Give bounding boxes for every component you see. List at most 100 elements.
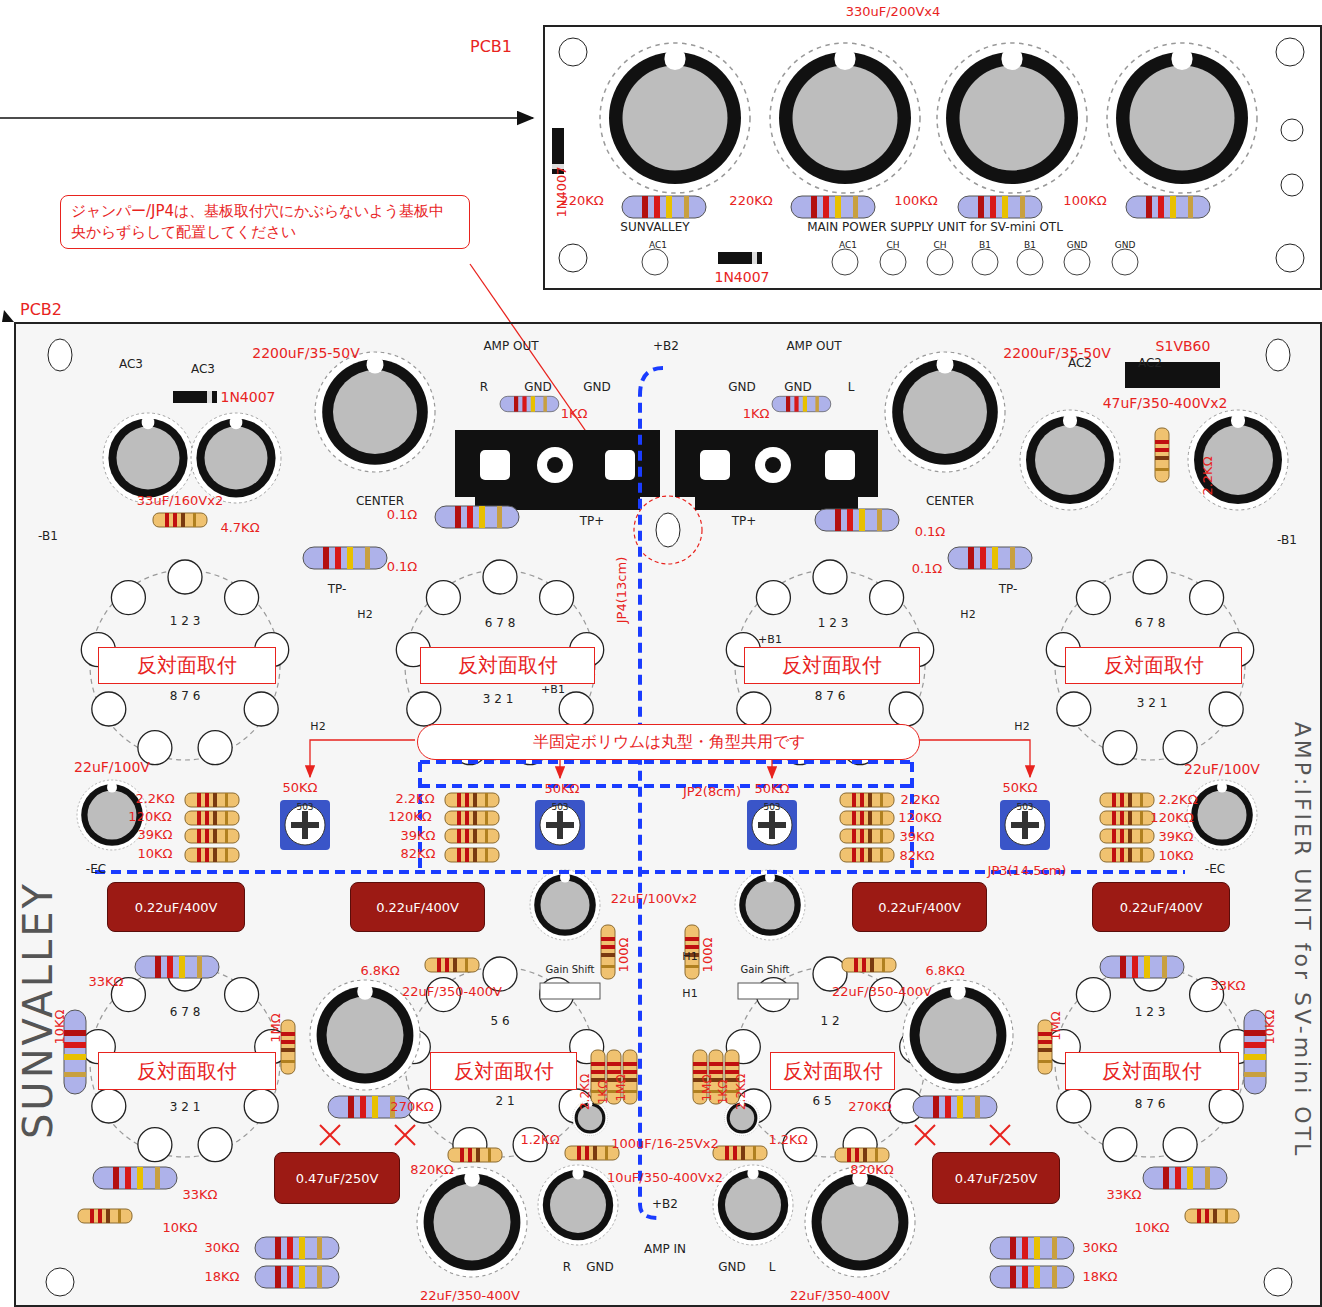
component-value: 120KΩ bbox=[128, 810, 171, 824]
note-callout: ジャンパー/JP4は、基板取付穴にかぶらないよう基板中央からずらして配置してくだ… bbox=[60, 195, 470, 249]
component-value: 82KΩ bbox=[899, 849, 934, 863]
box-text: 0.47uF/250V bbox=[296, 1171, 379, 1186]
component-value: 1KΩ bbox=[743, 407, 770, 421]
silkscreen-text: GND bbox=[718, 1261, 746, 1274]
film-capacitor: 0.22uF/400V bbox=[107, 882, 245, 932]
silkscreen-text: AC3 bbox=[119, 358, 143, 371]
instruction-box: 反対面取付 bbox=[430, 1052, 577, 1090]
silkscreen-text: AC1 bbox=[649, 241, 667, 251]
silkscreen-text: GND bbox=[586, 1261, 614, 1274]
component-value: 120KΩ bbox=[1150, 811, 1193, 825]
silkscreen-text: 1 2 3 bbox=[818, 617, 849, 630]
component-value: 33KΩ bbox=[1210, 979, 1245, 993]
component-value: 2200uF/35-50V bbox=[1003, 346, 1111, 361]
film-capacitor: 0.22uF/400V bbox=[852, 882, 987, 932]
silkscreen-text: 1 2 3 bbox=[1135, 1006, 1166, 1019]
silkscreen-text: AMP IN bbox=[644, 1243, 686, 1256]
silkscreen-text: B1 bbox=[1024, 241, 1036, 251]
component-value: 1.2KΩ bbox=[768, 1133, 807, 1147]
jumper-wires bbox=[95, 368, 1185, 1218]
component-value: 30KΩ bbox=[204, 1241, 239, 1255]
silkscreen-text: 5 6 bbox=[490, 1015, 509, 1028]
silkscreen-text: GND bbox=[583, 381, 611, 394]
film-capacitor: 0.22uF/400V bbox=[350, 882, 485, 932]
silkscreen-text: GND bbox=[728, 381, 756, 394]
silkscreen-text: TP- bbox=[328, 583, 347, 596]
component-value: JP3(14.5cm) bbox=[988, 864, 1067, 878]
component-value: 39KΩ bbox=[400, 829, 435, 843]
silkscreen-text: -B1 bbox=[1277, 534, 1297, 547]
component-value: 6.8KΩ bbox=[925, 964, 964, 978]
silkscreen-text: AC2 bbox=[1138, 357, 1162, 370]
board-marking: SUNVALLEY bbox=[16, 881, 60, 1139]
silkscreen-text: H2 bbox=[310, 721, 325, 733]
box-text: 反対面取付 bbox=[782, 652, 882, 679]
component-value: 50KΩ bbox=[282, 781, 317, 795]
instruction-box: 反対面取付 bbox=[98, 647, 276, 684]
silkscreen-text: -B1 bbox=[38, 530, 58, 543]
silkscreen-text: AC2 bbox=[1068, 357, 1092, 370]
component-value: 2.2KΩ bbox=[579, 1074, 592, 1110]
component-value: 330uF/200Vx4 bbox=[846, 5, 941, 19]
silkscreen-text: Gain Shift bbox=[546, 964, 595, 975]
box-text: 反対面取付 bbox=[783, 1058, 883, 1085]
component-value: 1KΩ bbox=[717, 1080, 730, 1105]
component-value: 120KΩ bbox=[898, 811, 941, 825]
component-value: 22uF/100Vx2 bbox=[611, 892, 697, 906]
component-value: 2.2KΩ bbox=[735, 1074, 748, 1110]
component-value: 1MΩ bbox=[615, 1074, 628, 1101]
component-value: 18KΩ bbox=[204, 1270, 239, 1284]
component-value: 270KΩ bbox=[390, 1100, 433, 1114]
component-value: 1MΩ bbox=[269, 1013, 283, 1042]
component-value: 0.1Ω bbox=[915, 525, 946, 539]
silkscreen-text: AMP OUT bbox=[786, 340, 841, 353]
component-value: 270KΩ bbox=[848, 1100, 891, 1114]
component-value: 30KΩ bbox=[1082, 1241, 1117, 1255]
component-value: 4.7KΩ bbox=[220, 521, 259, 535]
silkscreen-text: MAIN POWER SUPPLY UNIT for SV-mini OTL bbox=[807, 221, 1063, 234]
box-text: 反対面取付 bbox=[137, 1058, 237, 1085]
silkscreen-text: SUNVALLEY bbox=[620, 221, 689, 234]
silkscreen-text: 3 2 1 bbox=[170, 1101, 201, 1114]
component-value: 22uF/100V bbox=[1184, 762, 1260, 777]
silkscreen-text: +B2 bbox=[653, 340, 679, 353]
silkscreen-text: 6 7 8 bbox=[170, 1006, 201, 1019]
silkscreen-text: GND bbox=[784, 381, 812, 394]
film-capacitor: 0.22uF/400V bbox=[1092, 882, 1230, 932]
silkscreen-text: 8 7 6 bbox=[1135, 1098, 1166, 1111]
silkscreen-text: H2 bbox=[1014, 721, 1029, 733]
component-value: 0.1Ω bbox=[387, 560, 418, 574]
silkscreen-text: 1 2 bbox=[820, 1015, 839, 1028]
component-value: 33KΩ bbox=[1106, 1188, 1141, 1202]
component-value: 1N4007 bbox=[714, 270, 769, 285]
instruction-box: 反対面取付 bbox=[1065, 1052, 1239, 1090]
component-value: 1KΩ bbox=[561, 407, 588, 421]
silkscreen-text: 3 2 1 bbox=[1137, 697, 1168, 710]
silkscreen-text: +B2 bbox=[652, 1198, 678, 1211]
silkscreen-text: 1 2 3 bbox=[170, 615, 201, 628]
component-value: 120KΩ bbox=[388, 810, 431, 824]
silkscreen-text: AMP OUT bbox=[483, 340, 538, 353]
component-value: 22uF/350-400V bbox=[790, 1289, 890, 1303]
instruction-box: 反対面取付 bbox=[98, 1052, 276, 1090]
circuit-board: PCB1 bbox=[543, 25, 1322, 290]
silkscreen-text: 8 7 6 bbox=[815, 690, 846, 703]
box-text: 反対面取付 bbox=[454, 1058, 554, 1085]
component-value: 10KΩ bbox=[1263, 1009, 1277, 1044]
component-value: 50KΩ bbox=[544, 782, 579, 796]
silkscreen-text: H1 bbox=[682, 951, 697, 963]
component-value: 2.2KΩ bbox=[900, 793, 939, 807]
silkscreen-text: GND bbox=[1067, 241, 1088, 251]
silkscreen-text: R bbox=[480, 381, 488, 394]
silkscreen-text: 8 7 6 bbox=[170, 690, 201, 703]
component-value: 6.8KΩ bbox=[360, 964, 399, 978]
component-value: 22uF/350-400V bbox=[420, 1289, 520, 1303]
component-value: 18KΩ bbox=[1082, 1270, 1117, 1284]
component-value: 33uF/160Vx2 bbox=[137, 494, 223, 508]
component-value: 820KΩ bbox=[410, 1163, 453, 1177]
component-value: 2.2KΩ bbox=[1201, 456, 1215, 495]
component-value: 1MΩ bbox=[701, 1074, 714, 1101]
silkscreen-text: CH bbox=[886, 241, 899, 251]
silkscreen-text: 503 bbox=[1016, 803, 1033, 813]
